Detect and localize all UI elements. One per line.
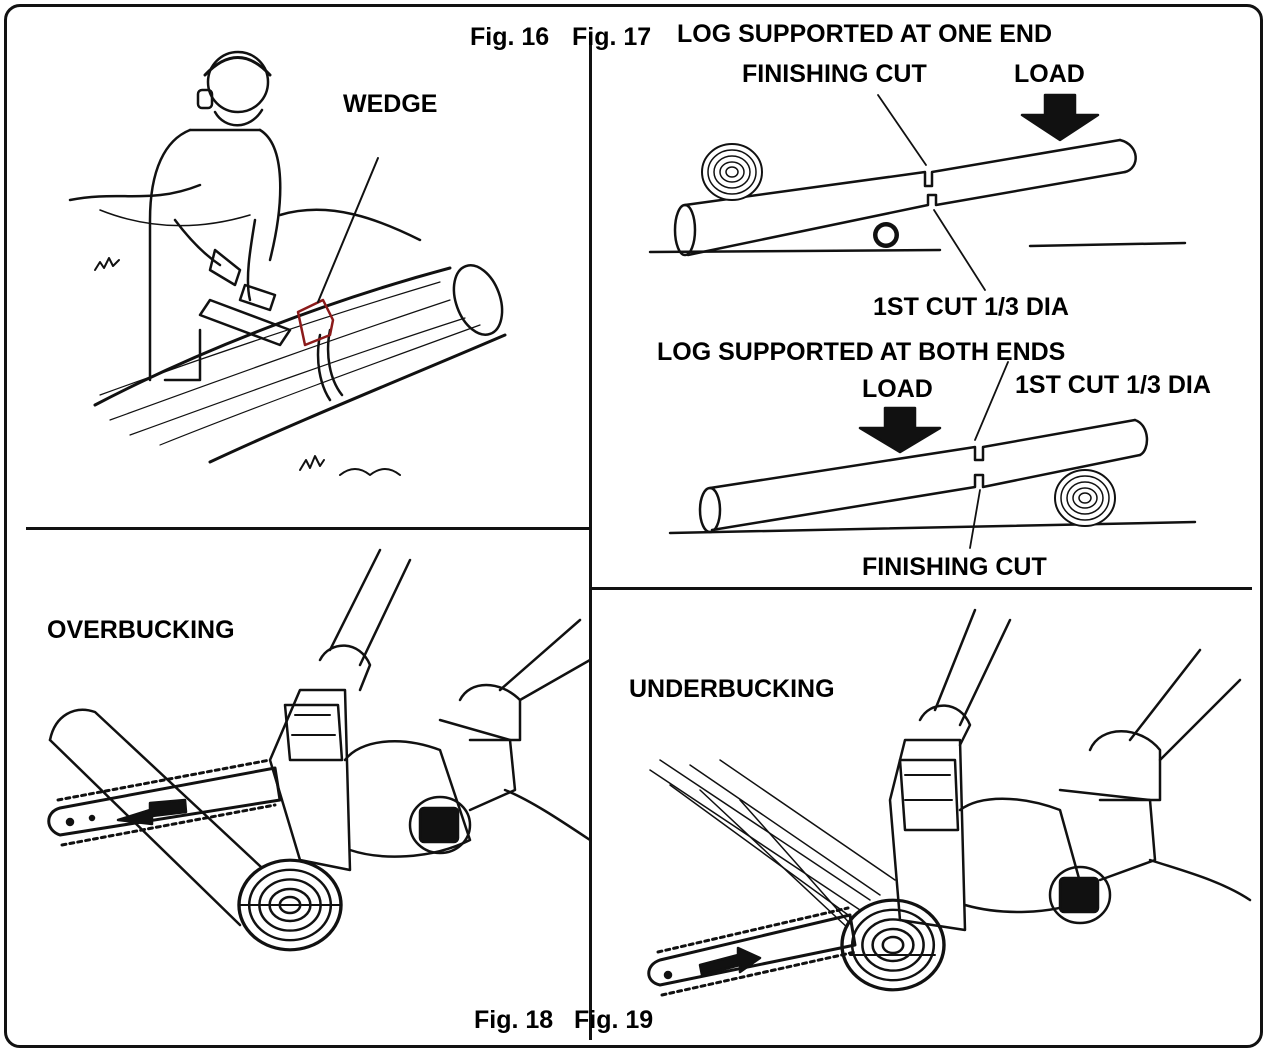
- vertical-divider: [589, 40, 592, 1040]
- bottom-load-label: LOAD: [862, 375, 933, 403]
- fig17-illustration: [648, 93, 1197, 549]
- bottom-first-cut-label: 1ST CUT 1/3 DIA: [1015, 371, 1211, 399]
- left-horizontal-divider: [26, 527, 591, 530]
- fig18-label: Fig. 18: [474, 1006, 554, 1034]
- right-horizontal-divider: [592, 587, 1252, 590]
- fig18-illustration: [47, 548, 592, 950]
- fig19-illustration: [647, 608, 1252, 997]
- bottom-finishing-cut-label: FINISHING CUT: [862, 553, 1047, 581]
- wedge-label: WEDGE: [343, 90, 438, 118]
- top-finishing-cut-label: FINISHING CUT: [742, 60, 927, 88]
- overbucking-title: OVERBUCKING: [47, 616, 235, 644]
- fig16-illustration: [68, 50, 507, 476]
- top-first-cut-label: 1ST CUT 1/3 DIA: [873, 293, 1069, 321]
- underbucking-title: UNDERBUCKING: [629, 675, 835, 703]
- top-load-label: LOAD: [1014, 60, 1085, 88]
- log-supported-one-end-title: LOG SUPPORTED AT ONE END: [677, 20, 1053, 48]
- fig16-label: Fig. 16: [470, 23, 550, 51]
- fig17-label: Fig. 17: [572, 23, 652, 51]
- log-supported-both-ends-title: LOG SUPPORTED AT BOTH ENDS: [657, 338, 1066, 366]
- page-frame: [4, 4, 1263, 1048]
- fig19-label: Fig. 19: [574, 1006, 654, 1034]
